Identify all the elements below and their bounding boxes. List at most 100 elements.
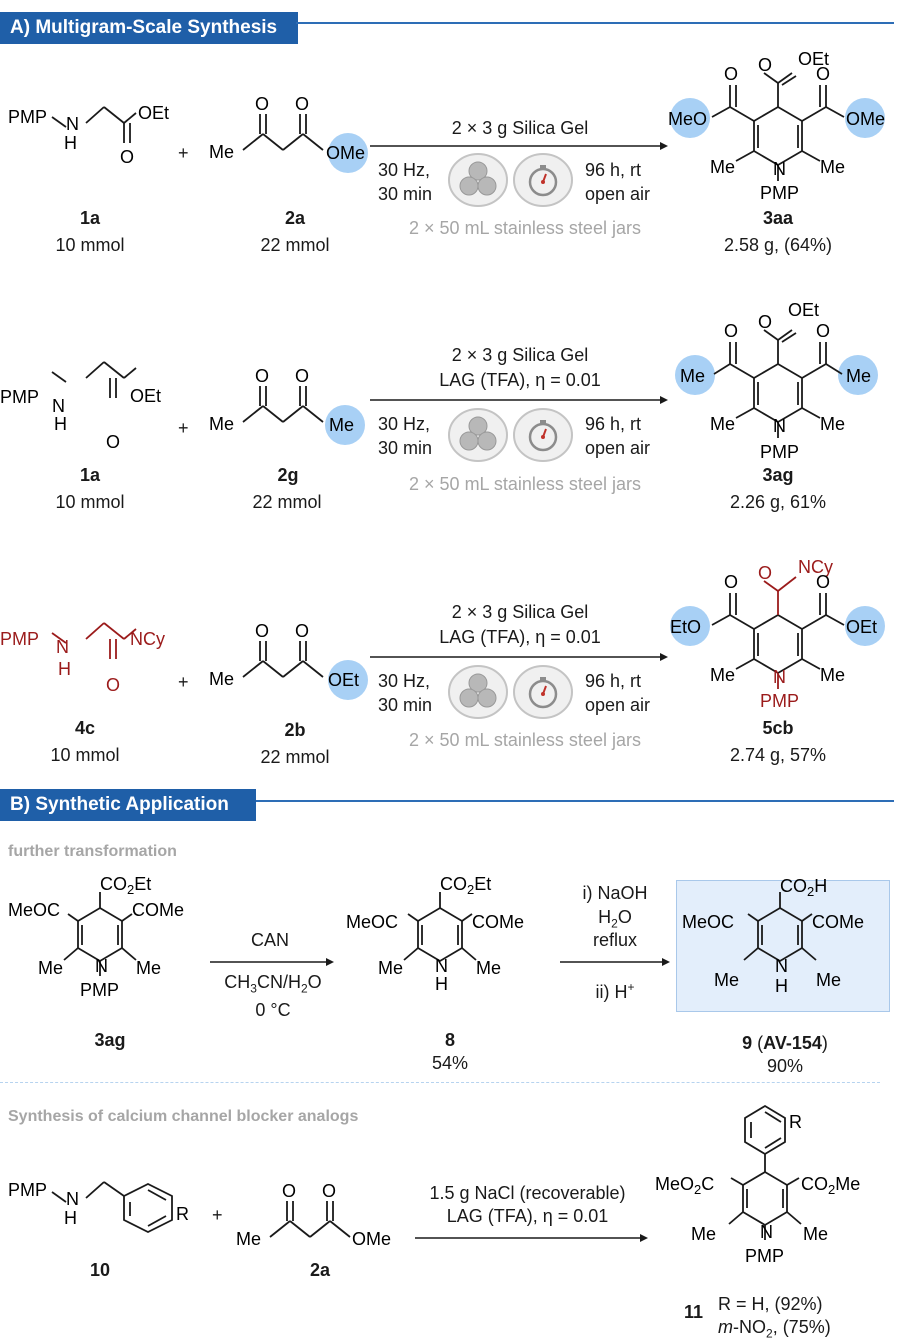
step2-line2: H2O bbox=[598, 907, 632, 931]
svg-text:N: N bbox=[773, 159, 786, 179]
row2-r1-id: 1a bbox=[79, 465, 101, 485]
svg-text:OEt: OEt bbox=[138, 103, 169, 123]
ball-mill-icon bbox=[448, 408, 508, 462]
cpd-3ag-structure: CO2Et MeOC COMe Me Me N PMP bbox=[8, 874, 184, 1000]
svg-text:Me: Me bbox=[820, 665, 845, 685]
ball-mill-icon bbox=[448, 665, 508, 719]
svg-text:O: O bbox=[295, 621, 309, 641]
svg-text:OMe: OMe bbox=[846, 109, 885, 129]
cpd-11-id: 11 bbox=[684, 1302, 704, 1322]
svg-text:PMP: PMP bbox=[760, 691, 799, 711]
svg-text:O: O bbox=[816, 64, 830, 84]
svg-text:O: O bbox=[816, 321, 830, 341]
svg-text:CO2Me: CO2Me bbox=[801, 1174, 860, 1197]
row2-product-id: 3ag bbox=[762, 465, 794, 485]
row2-cond-top2: LAG (TFA), η = 0.01 bbox=[439, 370, 601, 390]
row2-r1-amount: 10 mmol bbox=[55, 492, 125, 512]
svg-text:Me: Me bbox=[714, 970, 739, 990]
svg-text:COMe: COMe bbox=[812, 912, 864, 932]
svg-text:O: O bbox=[724, 572, 738, 592]
svg-text:MeOC: MeOC bbox=[8, 900, 60, 920]
row3-cond-left2: 30 min bbox=[378, 695, 433, 715]
cpd-11-r1: R = H, (92%) bbox=[718, 1294, 823, 1314]
section-a-header: A) Multigram-Scale Synthesis bbox=[0, 12, 298, 44]
svg-text:OEt: OEt bbox=[130, 386, 161, 406]
row1-cond-top: 2 × 3 g Silica Gel bbox=[451, 118, 589, 138]
svg-text:O: O bbox=[295, 94, 309, 114]
subhead-calcium-channel: Synthesis of calcium channel blocker ana… bbox=[8, 1108, 359, 1125]
row1-product-id: 3aa bbox=[762, 208, 794, 228]
row2-arrow bbox=[370, 396, 668, 404]
svg-text:OEt: OEt bbox=[798, 49, 829, 69]
svg-text:MeOC: MeOC bbox=[346, 912, 398, 932]
row2-r2-amount: 22 mmol bbox=[252, 492, 322, 512]
svg-text:EtO: EtO bbox=[670, 617, 701, 637]
svg-text:NCy: NCy bbox=[798, 557, 833, 577]
svg-text:N: N bbox=[56, 637, 69, 657]
row3-reactant1-structure: PMP N H NCy O bbox=[0, 622, 165, 695]
row2-r2-id: 2g bbox=[277, 465, 299, 485]
svg-text:PMP: PMP bbox=[0, 629, 39, 649]
row3-r1-id: 4c bbox=[74, 718, 96, 738]
svg-text:H: H bbox=[64, 1208, 77, 1228]
timer-icon bbox=[513, 665, 573, 719]
step3-line1: 1.5 g NaCl (recoverable) bbox=[429, 1183, 626, 1203]
row1-product-structure: O OEt O O MeO OMe Me Me N PMP bbox=[668, 49, 885, 203]
svg-text:PMP: PMP bbox=[80, 980, 119, 1000]
svg-text:O: O bbox=[724, 321, 738, 341]
row2-product-yield: 2.26 g, 61% bbox=[729, 492, 827, 512]
svg-text:O: O bbox=[816, 572, 830, 592]
dashed-divider bbox=[0, 1082, 880, 1083]
cpd-10-structure: PMP N H R bbox=[8, 1180, 189, 1234]
svg-text:Me: Me bbox=[710, 665, 735, 685]
svg-text:Me: Me bbox=[803, 1224, 828, 1244]
svg-text:Me: Me bbox=[816, 970, 841, 990]
svg-text:O: O bbox=[255, 621, 269, 641]
plus-sign: + bbox=[178, 672, 189, 692]
svg-text:H: H bbox=[64, 133, 77, 153]
svg-text:Me: Me bbox=[820, 157, 845, 177]
row1-r2-id: 2a bbox=[284, 208, 306, 228]
row3-product-structure: O NCy O O EtO OEt Me Me N PMP bbox=[670, 557, 885, 711]
svg-text:OMe: OMe bbox=[352, 1229, 391, 1249]
svg-text:Me: Me bbox=[209, 669, 234, 689]
step2-line1: i) NaOH bbox=[582, 883, 648, 903]
svg-text:Me: Me bbox=[209, 142, 234, 162]
cpd-9-structure: CO2H MeOC COMe Me Me N H bbox=[682, 876, 864, 996]
row1-cond-right1: 96 h, rt bbox=[585, 160, 642, 180]
row2-cond-right1: 96 h, rt bbox=[585, 414, 642, 434]
row1-r2-amount: 22 mmol bbox=[260, 235, 330, 255]
row3-product-id: 5cb bbox=[762, 718, 794, 738]
row2-reactant1-structure: PMP N H OEt O bbox=[0, 361, 161, 450]
row2-product-structure: O OEt O O Me Me Me Me N PMP bbox=[675, 300, 878, 462]
step3-arrow bbox=[415, 1234, 648, 1242]
row1-arrow bbox=[370, 142, 668, 150]
svg-text:N: N bbox=[66, 114, 79, 134]
svg-text:N: N bbox=[435, 956, 448, 976]
svg-text:O: O bbox=[106, 432, 120, 450]
section-a-rule bbox=[296, 22, 894, 24]
svg-text:N: N bbox=[95, 956, 108, 976]
timer-icon bbox=[513, 153, 573, 207]
step2-line4: ii) H+ bbox=[595, 980, 635, 1002]
svg-text:H: H bbox=[58, 659, 71, 679]
row3-product-yield: 2.74 g, 57% bbox=[729, 745, 827, 765]
cpd-2a-id: 2a bbox=[309, 1260, 331, 1280]
row1-cond-left1: 30 Hz, bbox=[378, 160, 431, 180]
row1-r1-id: 1a bbox=[79, 208, 101, 228]
row2-cond-left1: 30 Hz, bbox=[378, 414, 431, 434]
step1-solvent: CH3CN/H2O bbox=[224, 972, 322, 996]
svg-text:CO2Et: CO2Et bbox=[440, 874, 491, 897]
svg-text:Me: Me bbox=[38, 958, 63, 978]
svg-text:N: N bbox=[760, 1222, 773, 1242]
step3-line2: LAG (TFA), η = 0.01 bbox=[446, 1206, 609, 1226]
svg-text:PMP: PMP bbox=[745, 1246, 784, 1266]
svg-text:O: O bbox=[322, 1181, 336, 1201]
svg-text:O: O bbox=[295, 366, 309, 386]
step1-arrow bbox=[210, 958, 334, 966]
cpd-11-structure: R MeO2C CO2Me Me Me N PMP bbox=[655, 1104, 860, 1266]
svg-text:PMP: PMP bbox=[760, 442, 799, 462]
row1-cond-right2: open air bbox=[585, 184, 651, 204]
svg-text:Me: Me bbox=[691, 1224, 716, 1244]
section-b-header: B) Synthetic Application bbox=[0, 789, 256, 821]
